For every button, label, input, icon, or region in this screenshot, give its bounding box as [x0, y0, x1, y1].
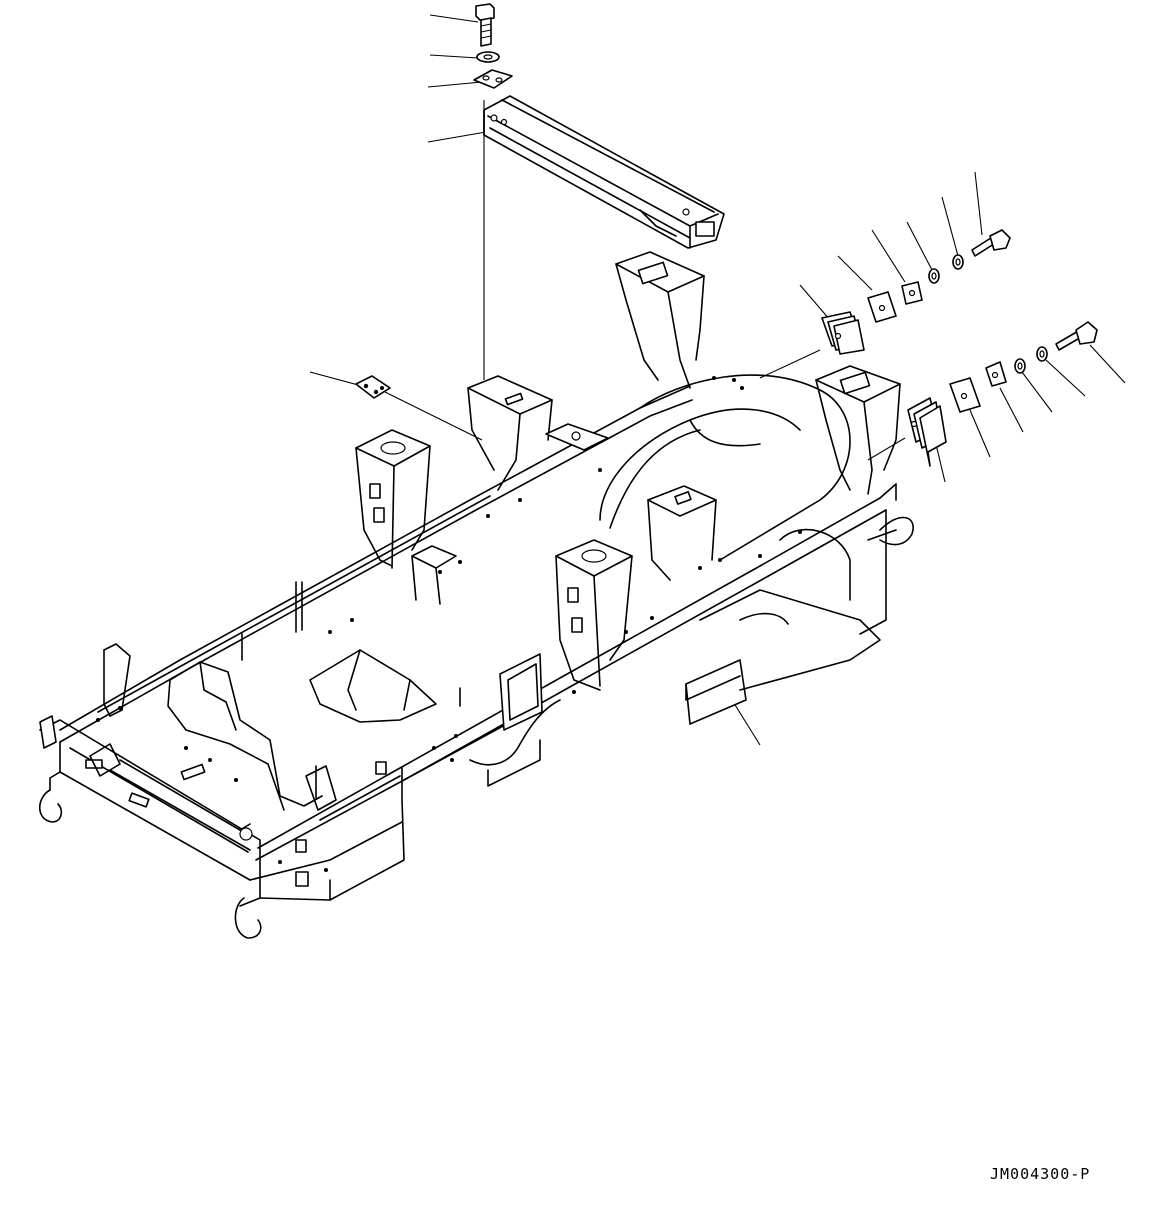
leader-top-washer [430, 55, 478, 58]
lower-washer [1037, 347, 1047, 361]
small-bracket [356, 376, 390, 398]
top-bolt [476, 4, 494, 46]
upper-bolt [972, 230, 1010, 256]
leader-bracket-small [310, 372, 362, 386]
upper-plate-small [902, 282, 922, 304]
drawing-code: JM004300-P [990, 1165, 1091, 1183]
leader-nut-lower [1022, 372, 1052, 412]
leader-lines [310, 15, 1125, 745]
leader-shim-to-frame [760, 350, 820, 378]
leader-bolt-upper [975, 172, 982, 235]
lower-plate [950, 378, 980, 412]
leader-shim-upper [800, 285, 830, 320]
leader-nut-upper [907, 222, 932, 270]
lower-nut [1015, 359, 1025, 373]
upper-washer [953, 255, 963, 269]
leader-cross-member [428, 132, 486, 142]
leader-shim-lower-to-frame [868, 438, 905, 460]
top-plate [474, 70, 512, 88]
lower-bolt [1056, 322, 1097, 350]
leader-plate-lower [970, 410, 990, 457]
leader-plate2-lower [1000, 388, 1023, 432]
lower-plate-small [986, 362, 1006, 386]
lower-shim-set [908, 398, 946, 466]
leader-bolt-lower [1090, 345, 1125, 383]
leader-plate2-upper [872, 230, 905, 282]
leader-washer-upper [942, 197, 958, 256]
upper-nut [929, 269, 939, 283]
upper-plate [868, 292, 896, 322]
leader-top-bolt [430, 15, 478, 22]
top-washer [477, 52, 499, 62]
main-frame [40, 252, 913, 938]
leader-plate-upper [838, 256, 872, 290]
leader-washer-lower [1046, 360, 1085, 396]
upper-shim-set [822, 312, 864, 354]
leader-frame-bottom [732, 700, 760, 745]
cross-member [484, 96, 724, 248]
leader-bracket-to-frame [385, 392, 482, 440]
leader-top-plate [428, 82, 482, 87]
